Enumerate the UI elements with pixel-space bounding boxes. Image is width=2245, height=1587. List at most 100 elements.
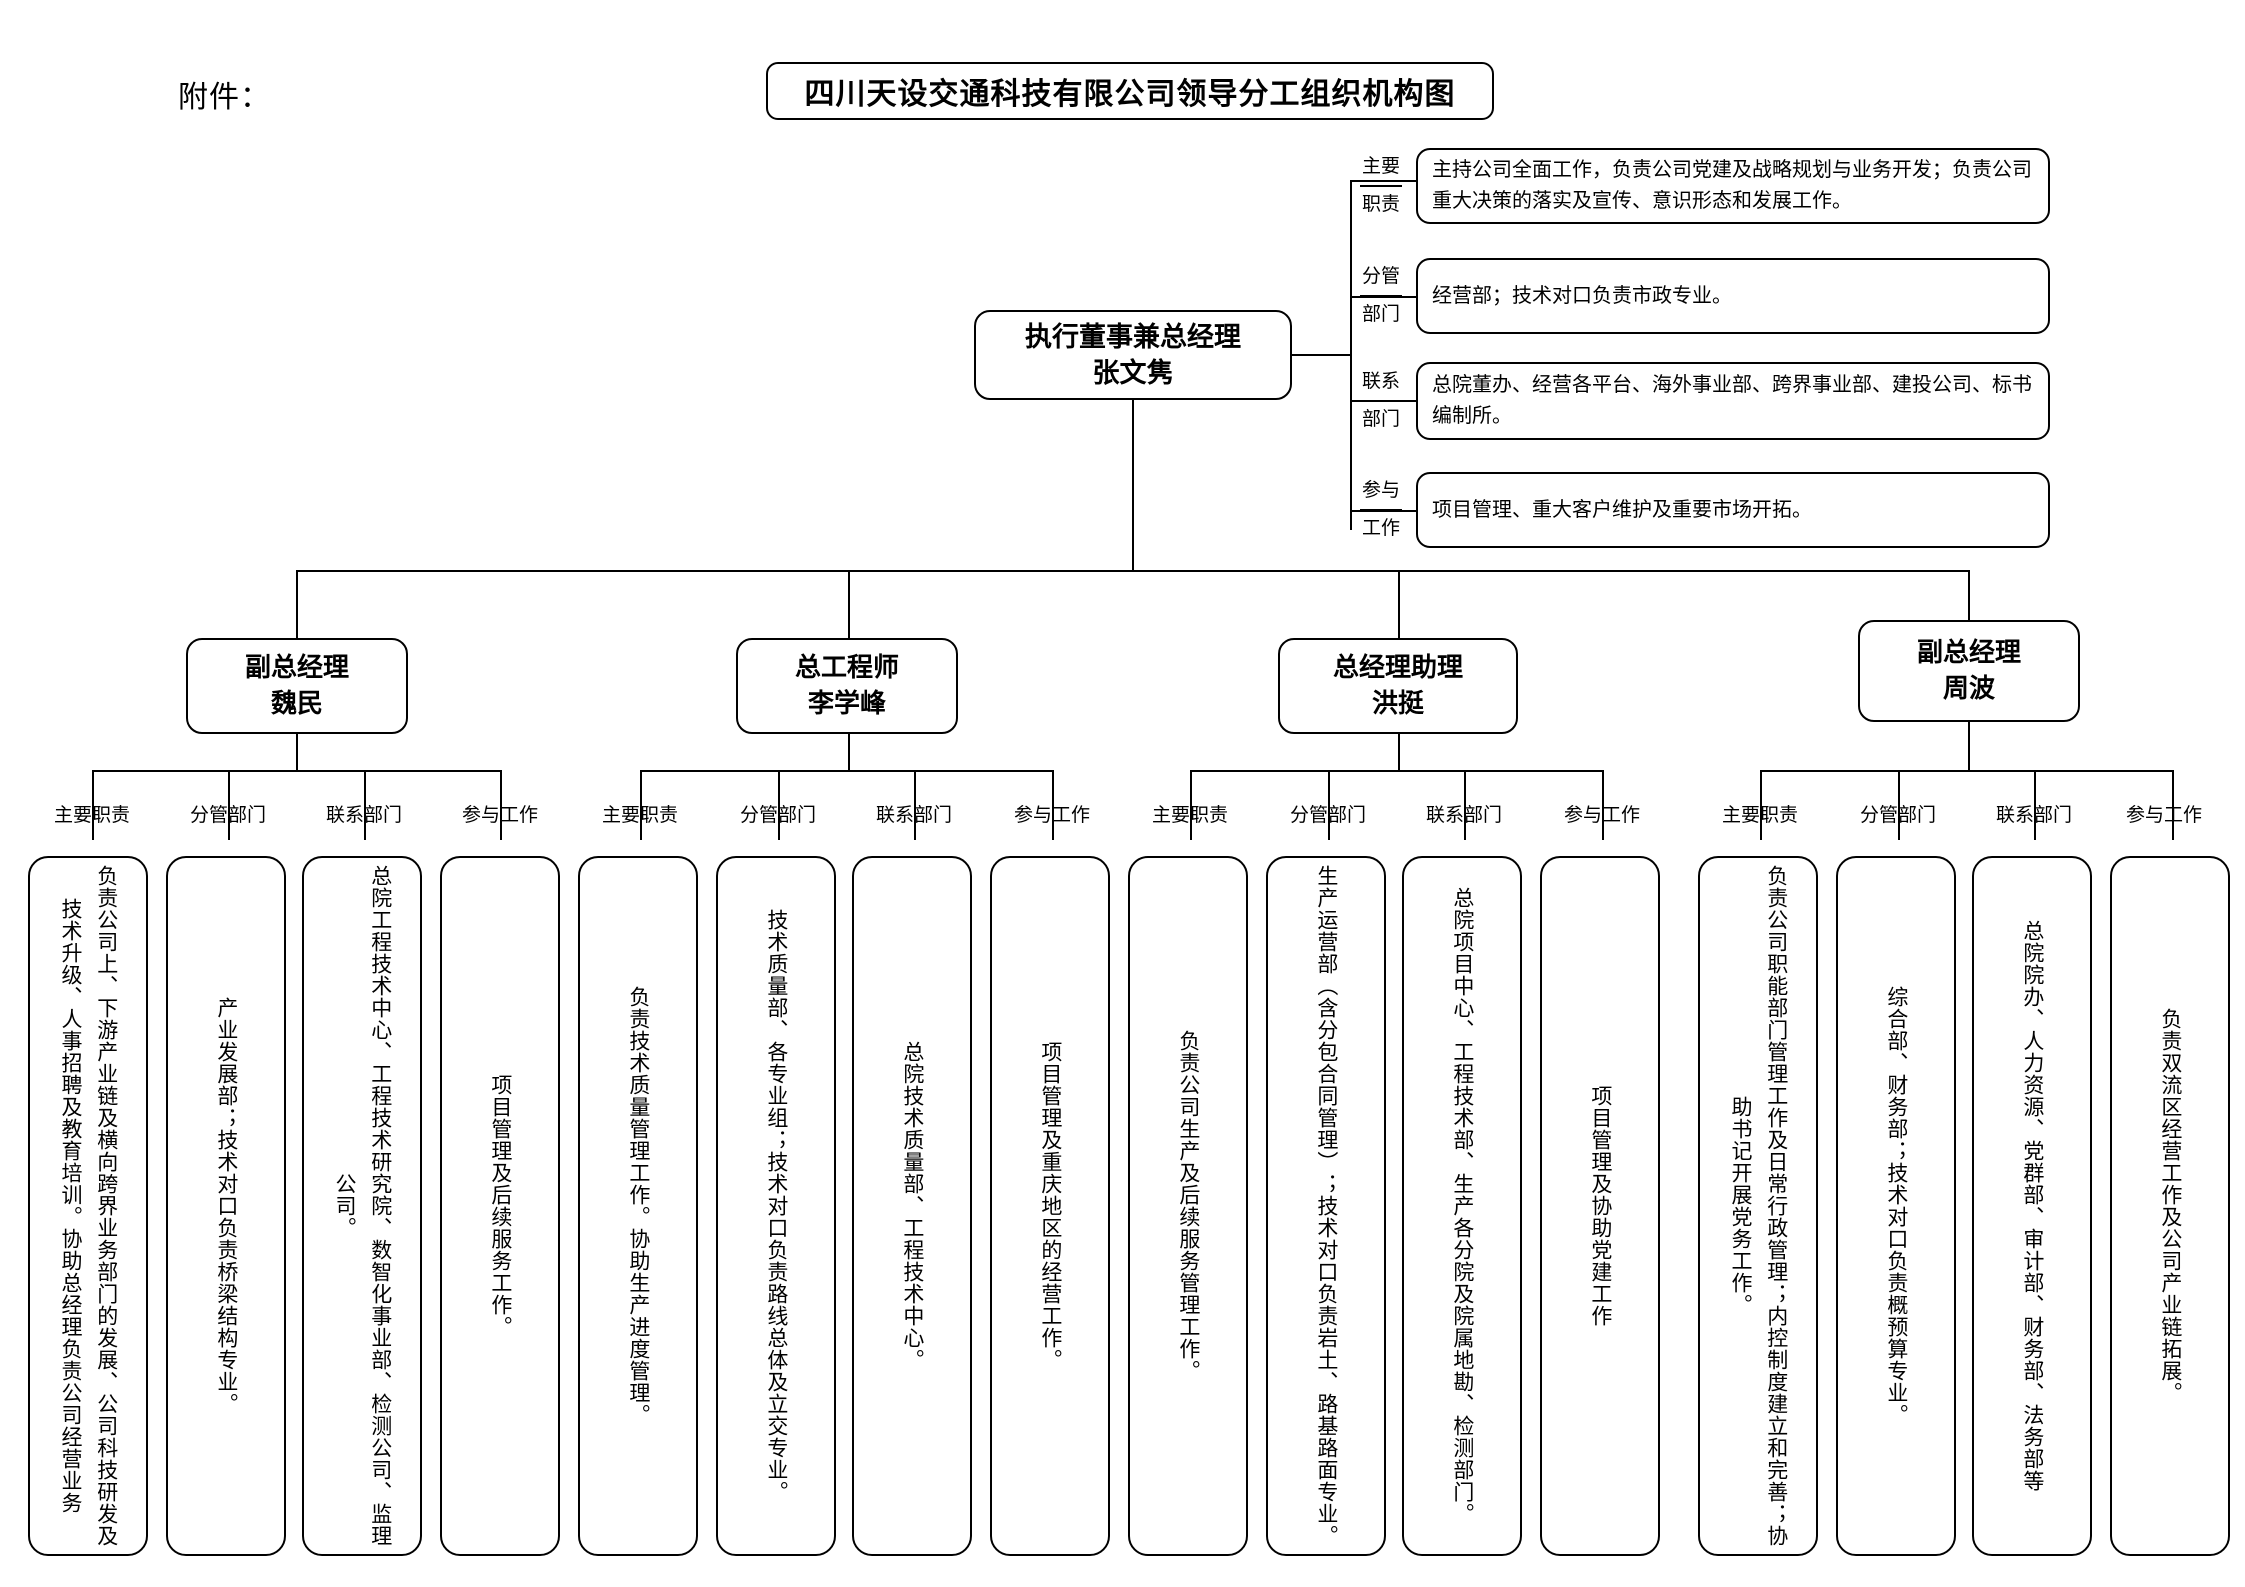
leaf-text: 总院项目中心、工程技术部、生产各分院及院属地勘、检测部门。 bbox=[1450, 887, 1475, 1525]
exec-detail-row-liaison-depts: 联系 部门 总院董办、经营各平台、海外事业部、跨界事业部、建投公司、标书编制所。 bbox=[1350, 362, 2050, 440]
group1-down-stem bbox=[296, 734, 298, 770]
leaf-g1-c2: 产业发展部；技术对口负责桥梁结构专业。 bbox=[166, 856, 286, 1556]
manager-node-1[interactable]: 副总经理 魏民 bbox=[186, 638, 408, 734]
column-header-g2-c2: 分管部门 bbox=[739, 805, 816, 826]
detail-stub-4 bbox=[1350, 510, 1416, 512]
manager-name: 魏民 bbox=[270, 689, 323, 718]
column-header-g2-c1: 主要职责 bbox=[601, 805, 678, 826]
leaf-g3-c3: 总院项目中心、工程技术部、生产各分院及院属地勘、检测部门。 bbox=[1402, 856, 1522, 1556]
column-header-g3-c2: 分管部门 bbox=[1289, 805, 1366, 826]
executive-name: 张文隽 bbox=[1092, 358, 1174, 388]
leaf-g2-c2: 技术质量部、各专业组；技术对口负责路线总体及立交专业。 bbox=[716, 856, 836, 1556]
exec-right-stub bbox=[1292, 354, 1352, 356]
group3-col3-stem bbox=[1464, 770, 1466, 840]
group1-bus bbox=[92, 770, 500, 772]
group4-col3-stem bbox=[2034, 770, 2036, 840]
detail-key-line2: 部门 bbox=[1361, 304, 1400, 325]
group4-bus bbox=[1760, 770, 2172, 772]
leaf-text: 总院院办、人力资源、党群部、审计部、财务部、法务部等 bbox=[2020, 920, 2045, 1492]
detail-key-line2: 部门 bbox=[1361, 409, 1400, 430]
column-header-g4-c1: 主要职责 bbox=[1721, 805, 1798, 826]
exec-down-stem bbox=[1132, 400, 1134, 570]
leaf-text: 负责公司职能部门管理工作及日常行政管理；内控制度建立和完善；协助书记开展党务工作… bbox=[1729, 865, 1789, 1547]
leaf-text: 总院技术质量部、工程技术中心。 bbox=[900, 1041, 925, 1371]
group3-down-stem bbox=[1398, 734, 1400, 770]
detail-key-line2: 职责 bbox=[1361, 194, 1400, 215]
leaf-g2-c4: 项目管理及重庆地区的经营工作。 bbox=[990, 856, 1110, 1556]
leaf-g4-c1: 负责公司职能部门管理工作及日常行政管理；内控制度建立和完善；协助书记开展党务工作… bbox=[1698, 856, 1818, 1556]
detail-key-participation: 参与 工作 bbox=[1350, 472, 1416, 548]
leaf-text: 项目管理及后续服务工作。 bbox=[488, 1074, 513, 1338]
leaf-g2-c3: 总院技术质量部、工程技术中心。 bbox=[852, 856, 972, 1556]
column-header-g3-c1: 主要职责 bbox=[1151, 805, 1228, 826]
group3-bus bbox=[1190, 770, 1602, 772]
column-header-g1-c4: 参与工作 bbox=[461, 805, 538, 826]
manager-stem-4 bbox=[1968, 570, 1970, 640]
detail-text-main-duties: 主持公司全面工作，负责公司党建及战略规划与业务开发；负责公司重大决策的落实及宣传… bbox=[1416, 148, 2050, 224]
column-header-g1-c2: 分管部门 bbox=[189, 805, 266, 826]
leaf-text: 生产运营部（含分包合同管理）；技术对口负责岩土、路基路面专业。 bbox=[1314, 865, 1339, 1547]
manager-node-3[interactable]: 总经理助理 洪挺 bbox=[1278, 638, 1518, 734]
leaf-text: 技术质量部、各专业组；技术对口负责路线总体及立交专业。 bbox=[764, 909, 789, 1503]
manager-bus-line bbox=[296, 570, 1970, 572]
column-header-g2-c3: 联系部门 bbox=[875, 805, 952, 826]
manager-role: 副总经理 bbox=[1916, 637, 2021, 667]
group2-col4-stem bbox=[1052, 770, 1054, 840]
manager-role: 总经理助理 bbox=[1332, 652, 1463, 682]
leaf-g4-c2: 综合部、财务部；技术对口负责概预算专业。 bbox=[1836, 856, 1956, 1556]
leaf-g3-c4: 项目管理及协助党建工作 bbox=[1540, 856, 1660, 1556]
group2-col2-stem bbox=[778, 770, 780, 840]
leaf-g4-c4: 负责双流区经营工作及公司产业链拓展。 bbox=[2110, 856, 2230, 1556]
detail-key-line1: 主要 bbox=[1359, 149, 1402, 187]
column-header-g4-c3: 联系部门 bbox=[1995, 805, 2072, 826]
column-header-g3-c4: 参与工作 bbox=[1563, 805, 1640, 826]
column-header-g3-c3: 联系部门 bbox=[1425, 805, 1502, 826]
manager-node-4[interactable]: 副总经理 周波 bbox=[1858, 620, 2080, 722]
manager-node-2[interactable]: 总工程师 李学峰 bbox=[736, 638, 958, 734]
detail-key-line1: 分管 bbox=[1359, 259, 1402, 297]
group3-col1-stem bbox=[1190, 770, 1192, 840]
leaf-text: 综合部、财务部；技术对口负责概预算专业。 bbox=[1884, 986, 1909, 1426]
detail-key-line1: 联系 bbox=[1359, 364, 1402, 402]
group1-col3-stem bbox=[364, 770, 366, 840]
leaf-text: 总院工程技术中心、工程技术研究院、数智化事业部、检测公司、监理公司。 bbox=[333, 865, 393, 1547]
manager-stem-3 bbox=[1398, 570, 1400, 640]
column-header-g2-c4: 参与工作 bbox=[1013, 805, 1090, 826]
detail-text-managed-depts: 经营部；技术对口负责市政专业。 bbox=[1416, 258, 2050, 334]
leaf-text: 负责技术质量管理工作。协助生产进度管理。 bbox=[626, 986, 651, 1426]
group4-down-stem bbox=[1968, 722, 1970, 770]
group4-col1-stem bbox=[1760, 770, 1762, 840]
column-header-g1-c3: 联系部门 bbox=[325, 805, 402, 826]
leaf-text: 产业发展部；技术对口负责桥梁结构专业。 bbox=[214, 997, 239, 1415]
detail-key-managed-depts: 分管 部门 bbox=[1350, 258, 1416, 334]
leaf-g1-c3: 总院工程技术中心、工程技术研究院、数智化事业部、检测公司、监理公司。 bbox=[302, 856, 422, 1556]
attachment-label: 附件： bbox=[178, 81, 271, 114]
group2-down-stem bbox=[848, 734, 850, 770]
group4-col2-stem bbox=[1898, 770, 1900, 840]
detail-key-liaison-depts: 联系 部门 bbox=[1350, 362, 1416, 440]
detail-text-participation: 项目管理、重大客户维护及重要市场开拓。 bbox=[1416, 472, 2050, 548]
exec-detail-row-participation: 参与 工作 项目管理、重大客户维护及重要市场开拓。 bbox=[1350, 472, 2050, 548]
group3-col2-stem bbox=[1328, 770, 1330, 840]
leaf-g3-c1: 负责公司生产及后续服务管理工作。 bbox=[1128, 856, 1248, 1556]
leaf-g2-c1: 负责技术质量管理工作。协助生产进度管理。 bbox=[578, 856, 698, 1556]
leaf-text: 项目管理及协助党建工作 bbox=[1588, 1085, 1613, 1327]
leaf-text: 负责公司上、下游产业链及横向跨界业务部门的发展、公司科技研发及技术升级、人事招聘… bbox=[59, 865, 119, 1547]
executive-node[interactable]: 执行董事兼总经理 张文隽 bbox=[974, 310, 1292, 400]
leaf-g1-c1: 负责公司上、下游产业链及横向跨界业务部门的发展、公司科技研发及技术升级、人事招聘… bbox=[28, 856, 148, 1556]
manager-name: 周波 bbox=[1942, 674, 1995, 703]
column-header-g4-c2: 分管部门 bbox=[1859, 805, 1936, 826]
detail-stub-2 bbox=[1350, 296, 1416, 298]
leaf-g3-c2: 生产运营部（含分包合同管理）；技术对口负责岩土、路基路面专业。 bbox=[1266, 856, 1386, 1556]
column-header-g1-c1: 主要职责 bbox=[53, 805, 130, 826]
manager-name: 洪挺 bbox=[1371, 689, 1424, 718]
detail-stub-1 bbox=[1350, 180, 1416, 182]
manager-stem-1 bbox=[296, 570, 298, 640]
group1-col1-stem bbox=[92, 770, 94, 840]
chart-title: 四川天设交通科技有限公司领导分工组织机构图 bbox=[766, 62, 1494, 120]
group4-col4-stem bbox=[2172, 770, 2174, 840]
leaf-text: 负责双流区经营工作及公司产业链拓展。 bbox=[2158, 1008, 2183, 1404]
group1-col2-stem bbox=[228, 770, 230, 840]
manager-name: 李学峰 bbox=[807, 689, 886, 718]
